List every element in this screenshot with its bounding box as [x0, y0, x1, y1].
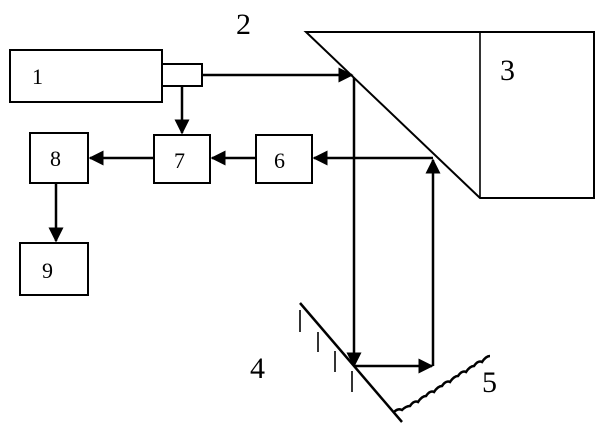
label-6: 6	[274, 148, 285, 173]
mirror-4	[299, 302, 403, 423]
label-9: 9	[42, 258, 53, 283]
component-1-box	[9, 49, 163, 103]
label-5: 5	[482, 366, 497, 399]
component-1-output-head	[161, 63, 203, 87]
label-7: 7	[174, 148, 185, 173]
component-8-box	[29, 132, 89, 184]
label-8: 8	[50, 146, 61, 171]
label-3: 3	[500, 54, 515, 87]
component-9-box	[19, 242, 89, 296]
label-1: 1	[32, 64, 43, 89]
label-4: 4	[250, 352, 265, 385]
grating-5	[393, 354, 491, 413]
label-2: 2	[236, 8, 251, 41]
component-3-prism-block	[303, 31, 595, 199]
